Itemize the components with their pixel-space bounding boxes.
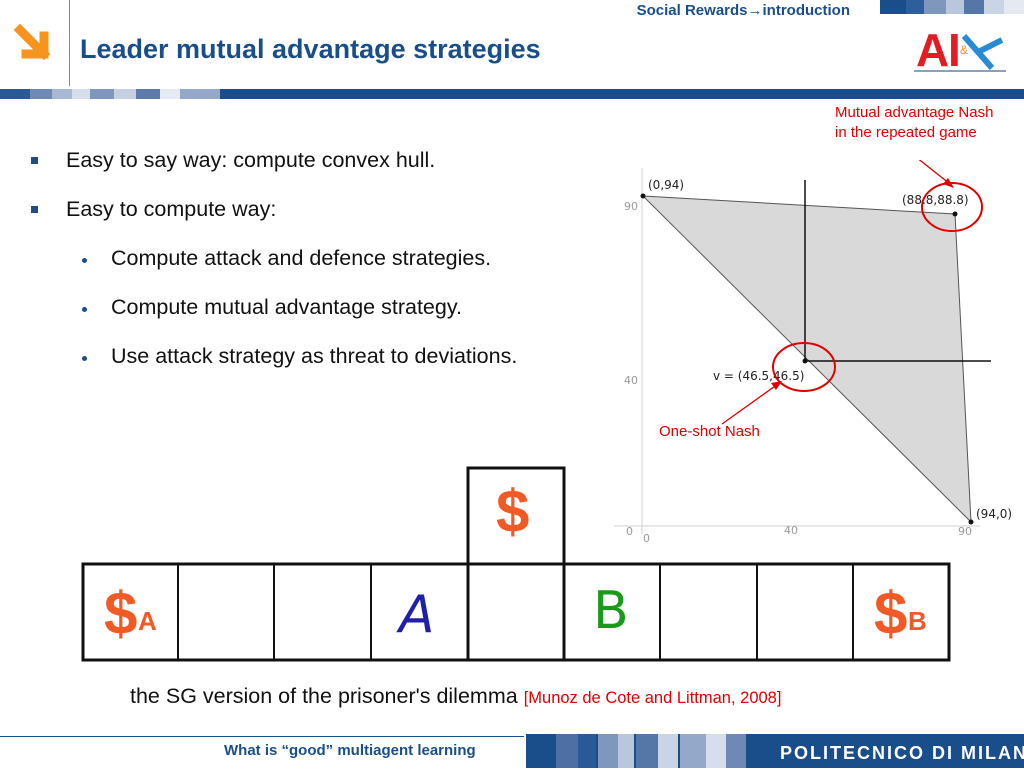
label-v: v = (46.5,46.5) xyxy=(713,369,804,383)
polimi-arrow-logo xyxy=(0,0,70,86)
agent-a: A xyxy=(396,585,435,645)
point-v xyxy=(802,358,808,364)
goal-a-subscript: A xyxy=(138,606,157,636)
point-88-88 xyxy=(952,211,958,217)
bullet-square-icon xyxy=(31,157,38,164)
sub-bullet-item: Compute attack and defence strategies. xyxy=(111,246,492,270)
grid-row xyxy=(81,562,951,662)
goal-a-dollar: $ xyxy=(104,580,137,647)
grid-game: $ $ A A B $ B xyxy=(80,466,952,664)
footer-band xyxy=(0,734,1024,768)
label-0-94: (0,94) xyxy=(648,178,684,192)
figure-caption: the SG version of the prisoner's dilemma… xyxy=(130,684,781,709)
x-tick-90: 90 xyxy=(958,525,972,538)
one-shot-nash-note: One-shot Nash xyxy=(659,423,760,440)
payoff-region-diagram: (0,94) (88.8,88.8) (94,0) v = (46.5,46.5… xyxy=(610,141,1024,550)
caption-text: the SG version of the prisoner's dilemma xyxy=(130,684,518,708)
svg-text:I: I xyxy=(948,24,961,76)
mutual-note-line-2: in the repeated game xyxy=(835,124,977,141)
bullet-dot-icon xyxy=(82,356,87,361)
slide-title: Leader mutual advantage strategies xyxy=(80,34,541,64)
footer-title: What is “good” multiagent learning xyxy=(224,742,476,759)
oneshot-arrow-head xyxy=(771,381,782,390)
ai-and-robotics-logo: A I & xyxy=(912,18,1008,78)
goal-b-dollar: $ xyxy=(874,580,907,647)
orange-arrow-icon xyxy=(12,18,62,68)
oneshot-nash-highlight xyxy=(772,342,836,392)
bullet-item: Easy to compute way: xyxy=(66,197,277,221)
y-tick-0: 0 xyxy=(626,525,633,538)
bullet-dot-icon xyxy=(82,258,87,263)
mutual-advantage-note: Mutual advantage Nash in the repeated ga… xyxy=(835,103,993,143)
caption-reference: [Munoz de Cote and Littman, 2008] xyxy=(523,689,782,707)
sub-bullet-item: Use attack strategy as threat to deviati… xyxy=(111,344,518,368)
mutual-nash-highlight xyxy=(921,182,983,232)
goal-b-subscript: B xyxy=(908,606,927,636)
mutual-note-line-1: Mutual advantage Nash xyxy=(835,104,994,121)
header-band xyxy=(0,86,1024,99)
x-tick-0: 0 xyxy=(643,532,650,545)
bullet-square-icon xyxy=(31,206,38,213)
header-color-strip xyxy=(880,0,1024,14)
header-divider xyxy=(69,0,70,86)
section-breadcrumb: Social Rewards→introduction xyxy=(636,2,850,19)
shared-goal-dollar: $ xyxy=(496,478,529,545)
agent-b: B xyxy=(593,581,629,641)
point-0-94 xyxy=(640,193,646,199)
label-88-88: (88.8,88.8) xyxy=(902,193,969,207)
svg-text:A: A xyxy=(916,24,949,76)
y-tick-90: 90 xyxy=(624,200,638,213)
mutual-arrow-head xyxy=(943,178,954,188)
bullet-item: Easy to say way: compute convex hull. xyxy=(66,148,436,172)
svg-text:&: & xyxy=(960,43,968,57)
institution-name: POLITECNICO DI MILANO xyxy=(780,743,1024,763)
y-tick-40: 40 xyxy=(624,374,638,387)
label-94-0: (94,0) xyxy=(976,507,1012,521)
mutual-note-arrow xyxy=(896,141,951,185)
oneshot-note-arrow xyxy=(721,383,779,425)
sub-bullet-item: Compute mutual advantage strategy. xyxy=(111,295,462,319)
point-94-0 xyxy=(968,519,974,525)
bullet-dot-icon xyxy=(82,307,87,312)
x-tick-40: 40 xyxy=(784,524,798,537)
convex-hull-region xyxy=(641,195,972,524)
footer-rule xyxy=(0,736,524,737)
